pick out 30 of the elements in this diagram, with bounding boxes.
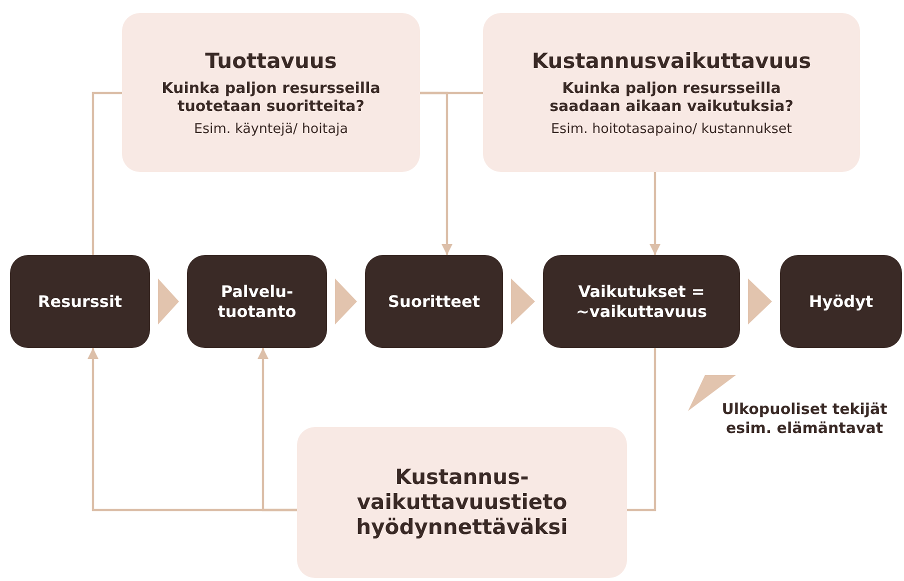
process-box xyxy=(10,255,150,348)
box-title: Kustannus- vaikuttavuustieto hyödynnettäväksi xyxy=(355,464,569,540)
question-text: Kuinka paljon resursseilla saadaan aikaan vaikutuksia? xyxy=(548,78,794,114)
arrow xyxy=(650,172,660,255)
box-label: Vaikutukset = ~vaikuttavuus xyxy=(575,282,708,321)
box-label: Hyödyt xyxy=(808,292,874,312)
process-box xyxy=(187,255,327,348)
note-text: Ulkopuoliset tekijät esim. elämäntavat xyxy=(720,400,888,438)
example-text: Esim. käyntejä/ hoitaja xyxy=(194,120,348,136)
info-box xyxy=(297,427,627,578)
question-text: Kuinka paljon resursseilla tuotetaan suoritteita? xyxy=(160,78,382,114)
example-text: Esim. hoitotasapaino/ kustannukset xyxy=(551,120,792,136)
connector-line xyxy=(92,92,122,255)
chevron-arrow xyxy=(158,278,179,324)
arrow xyxy=(258,348,297,512)
box-label: Suoritteet xyxy=(388,292,480,312)
chevron-arrow xyxy=(748,278,772,324)
info-box xyxy=(122,13,420,172)
connector-line xyxy=(627,348,656,512)
box-label: Resurssit xyxy=(38,292,122,312)
box-label: Palvelu- tuotanto xyxy=(216,282,298,321)
process-box xyxy=(365,255,503,348)
process-box xyxy=(780,255,902,348)
arrow xyxy=(420,92,452,255)
box-title: Tuottavuus xyxy=(205,48,337,72)
info-box xyxy=(483,13,860,172)
chevron-arrow xyxy=(335,278,357,324)
chevron-arrow xyxy=(511,278,535,324)
box-title: Kustannusvaikuttavuus xyxy=(532,48,812,72)
process-box xyxy=(543,255,740,348)
